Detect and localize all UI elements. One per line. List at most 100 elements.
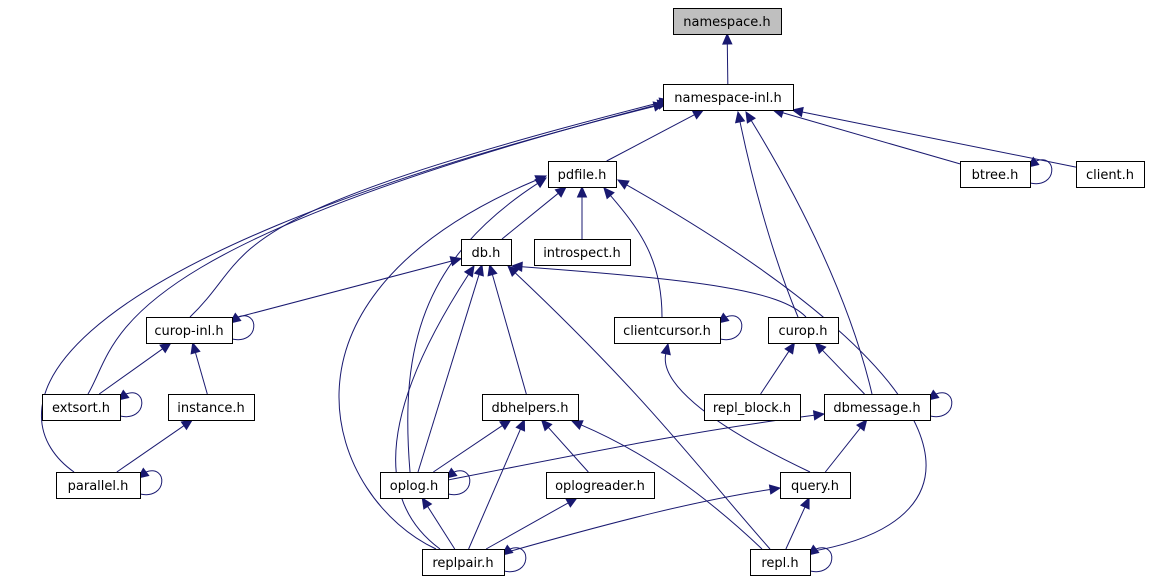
node-parallel_h[interactable]: parallel.h: [56, 472, 141, 499]
node-label: extsort.h: [52, 401, 110, 416]
node-label: query.h: [791, 479, 839, 494]
node-box[interactable]: [482, 394, 579, 421]
edge-line: [491, 274, 527, 395]
node-namespace_h[interactable]: namespace.h: [673, 8, 782, 35]
node-box[interactable]: [534, 239, 631, 266]
edge-line: [1029, 159, 1053, 185]
node-box[interactable]: [461, 239, 512, 266]
node-replpair_h[interactable]: replpair.h: [422, 549, 505, 576]
node-label: oplogreader.h: [555, 479, 645, 494]
edge-arrowhead: [734, 110, 746, 124]
edge-line: [664, 353, 811, 473]
node-box[interactable]: [663, 84, 794, 111]
edge-line: [231, 315, 255, 341]
edge-arrowhead: [570, 420, 584, 430]
edge-clientcursor_h-to-pdfile_h: [603, 187, 663, 318]
node-label: introspect.h: [543, 246, 621, 261]
edge-oplogreader_h-to-dbhelpers_h: [540, 419, 589, 473]
node-pdfile_h[interactable]: pdfile.h: [548, 161, 617, 188]
edge-line: [726, 43, 729, 85]
edge-line: [139, 470, 163, 496]
node-box[interactable]: [824, 394, 931, 421]
edge-arrowhead: [814, 342, 827, 355]
edge-line: [719, 315, 743, 341]
node-label: namespace.h: [683, 15, 770, 30]
node-box[interactable]: [546, 472, 655, 499]
node-query_h[interactable]: query.h: [780, 472, 851, 499]
node-extsort_h[interactable]: extsort.h: [42, 394, 121, 421]
edge-curop_inl_h-to-curop_inl_h: [229, 312, 255, 341]
edge-arrowhead: [190, 341, 201, 355]
edge-line: [547, 427, 589, 473]
edge-replpair_h-to-db_h: [395, 264, 475, 550]
edge-line: [231, 260, 452, 320]
edge-arrowhead: [660, 342, 671, 356]
node-db_h[interactable]: db.h: [461, 239, 512, 266]
node-oplog_h[interactable]: oplog.h: [380, 472, 449, 499]
node-curop_h[interactable]: curop.h: [768, 317, 839, 344]
node-namespace_inl_h[interactable]: namespace-inl.h: [663, 84, 794, 111]
edge-arrowhead: [515, 418, 526, 432]
node-clientcursor_h[interactable]: clientcursor.h: [614, 317, 721, 344]
edge-arrowhead: [487, 263, 498, 277]
edge-line: [194, 352, 208, 395]
edge-arrowhead: [722, 32, 733, 45]
edge-arrowhead: [799, 496, 810, 510]
edge-arrowhead: [652, 101, 666, 112]
node-label: curop.h: [778, 324, 827, 339]
edge-line: [189, 101, 661, 318]
node-dbmessage_h[interactable]: dbmessage.h: [824, 394, 931, 421]
node-box[interactable]: [1076, 161, 1145, 188]
node-box[interactable]: [548, 161, 617, 188]
edge-replpair_h-to-query_h: [503, 484, 782, 554]
edge-arrowhead: [421, 496, 433, 510]
node-label: replpair.h: [432, 556, 493, 571]
edge-line: [606, 114, 695, 162]
edge-namespace_inl_h-to-namespace_h: [722, 32, 733, 85]
edge-arrowhead: [616, 179, 630, 190]
node-box[interactable]: [168, 394, 255, 421]
edge-oplog_h-to-oplog_h: [445, 467, 471, 496]
edge-oplog_h-to-pdfile_h: [407, 177, 548, 473]
node-box[interactable]: [380, 472, 449, 499]
node-box[interactable]: [614, 317, 721, 344]
node-box[interactable]: [422, 549, 505, 576]
edge-line: [822, 349, 865, 395]
node-label: repl.h: [761, 556, 798, 571]
edge-line: [87, 104, 659, 395]
node-box[interactable]: [56, 472, 141, 499]
edge-line: [760, 351, 790, 395]
node-instance_h[interactable]: instance.h: [168, 394, 255, 421]
edge-replpair_h-to-oplogreader_h: [485, 497, 578, 550]
node-box[interactable]: [704, 394, 801, 421]
node-label: btree.h: [972, 168, 1019, 183]
node-repl_block_h[interactable]: repl_block.h: [704, 394, 801, 421]
node-dbhelpers_h[interactable]: dbhelpers.h: [482, 394, 579, 421]
edge-curop_inl_h-to-namespace_inl_h: [189, 97, 672, 318]
node-curop_inl_h[interactable]: curop-inl.h: [146, 317, 233, 344]
node-box[interactable]: [780, 472, 851, 499]
node-box[interactable]: [673, 8, 782, 35]
edge-repl_h-to-pdfile_h: [616, 179, 927, 553]
node-label: parallel.h: [68, 479, 129, 494]
edge-arrowhead: [791, 106, 804, 118]
node-btree_h[interactable]: btree.h: [960, 161, 1031, 188]
edge-arrowhead: [603, 187, 615, 200]
edge-extsort_h-to-extsort_h: [117, 389, 143, 418]
node-oplogreader_h[interactable]: oplogreader.h: [546, 472, 655, 499]
edge-arrowhead: [463, 264, 475, 278]
edge-replpair_h-to-pdfile_h: [338, 175, 548, 550]
edge-line: [785, 506, 806, 550]
node-repl_h[interactable]: repl.h: [750, 549, 811, 576]
node-box[interactable]: [750, 549, 811, 576]
node-box[interactable]: [146, 317, 233, 344]
node-box[interactable]: [42, 394, 121, 421]
node-box[interactable]: [768, 317, 839, 344]
edge-line: [501, 192, 559, 240]
edge-line: [468, 428, 521, 550]
node-box[interactable]: [960, 161, 1031, 188]
edge-dbmessage_h-to-curop_h: [814, 342, 865, 395]
node-introspect_h[interactable]: introspect.h: [534, 239, 631, 266]
node-client_h[interactable]: client.h: [1076, 161, 1145, 188]
